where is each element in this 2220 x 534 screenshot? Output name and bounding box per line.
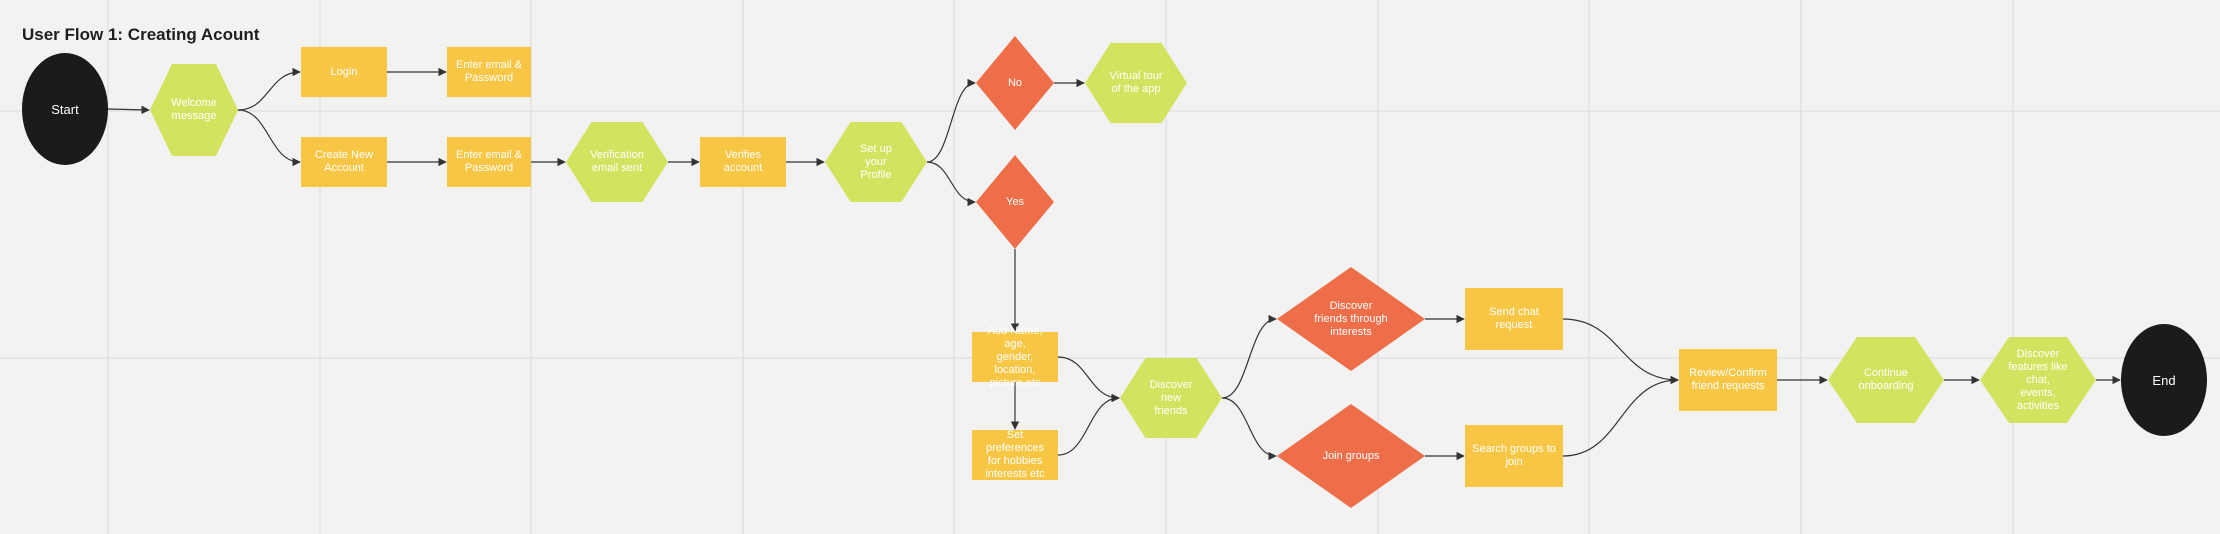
connector-addname-to-discover: [1057, 356, 1120, 403]
flow-node-label: Discover friends through interests: [1314, 299, 1388, 338]
flow-node-label: Discover new friends: [1149, 378, 1193, 417]
connector-search-to-review: [1562, 375, 1679, 457]
flow-node-verifies: Verifies account: [700, 137, 786, 187]
flow-node-label: Set up your Profile: [860, 142, 892, 181]
flow-node-label: Set preferences for hobbies interests et…: [985, 429, 1045, 480]
flow-node-label: Join groups: [1322, 449, 1380, 462]
flow-node-start: Start: [22, 53, 108, 165]
flow-node-label: Review/Confirm friend requests: [1689, 367, 1767, 392]
connector-welcome-to-create: [237, 109, 301, 167]
flow-node-label: Login: [330, 65, 358, 78]
flow-node-label: Continue onboarding: [1858, 367, 1914, 392]
flow-node-chat: Send chat request: [1465, 288, 1563, 350]
flow-node-review: Review/Confirm friend requests: [1679, 349, 1777, 411]
flow-node-discover: Discover new friends: [1120, 358, 1222, 438]
flow-node-label: Welcome message: [171, 97, 217, 122]
flow-node-label: Search groups to join: [1472, 443, 1556, 468]
flow-node-label: End: [2152, 372, 2176, 388]
diagram-title: User Flow 1: Creating Acount: [22, 25, 260, 44]
flow-node-label: No: [1007, 76, 1023, 89]
flow-node-login: Login: [301, 47, 387, 97]
flow-node-label: Add Name, age, gender, location, picture…: [987, 324, 1043, 389]
connector-welcome-to-login: [237, 67, 301, 111]
flow-node-welcome: Welcome message: [150, 64, 238, 156]
flow-node-email2: Enter email & Password: [447, 137, 531, 187]
flow-node-label: Enter email & Password: [455, 149, 523, 174]
flow-node-label: Start: [51, 101, 79, 117]
flow-node-continue: Continue onboarding: [1828, 337, 1944, 423]
connector-setup-to-no: [926, 78, 976, 163]
flow-node-end: End: [2121, 324, 2207, 436]
flow-node-label: Verification email sent: [590, 149, 644, 174]
connector-prefs-to-discover: [1057, 393, 1120, 456]
flow-node-label: Yes: [1006, 195, 1024, 208]
connector-chat-to-review: [1562, 318, 1679, 385]
connector-discover-to-interests: [1221, 314, 1277, 399]
flow-node-create: Create New Account: [301, 137, 387, 187]
flow-node-addname: Add Name, age, gender, location, picture…: [972, 325, 1058, 389]
flow-node-label: Send chat request: [1489, 306, 1539, 331]
flow-node-label: Verifies account: [723, 149, 763, 174]
flow-node-label: Virtual tour of the app: [1109, 70, 1163, 95]
flow-node-label: Create New Account: [314, 149, 374, 174]
flow-node-label: Discover features like chat, events, act…: [2008, 347, 2068, 412]
flow-node-search: Search groups to join: [1465, 425, 1563, 487]
flow-node-prefs: Set preferences for hobbies interests et…: [972, 429, 1058, 480]
flow-node-email1: Enter email & Password: [447, 47, 531, 97]
connector-start-to-welcome: [107, 105, 150, 115]
connector-setup-to-yes: [926, 161, 976, 207]
flow-node-label: Enter email & Password: [455, 59, 523, 84]
connector-discover-to-join: [1221, 397, 1277, 461]
